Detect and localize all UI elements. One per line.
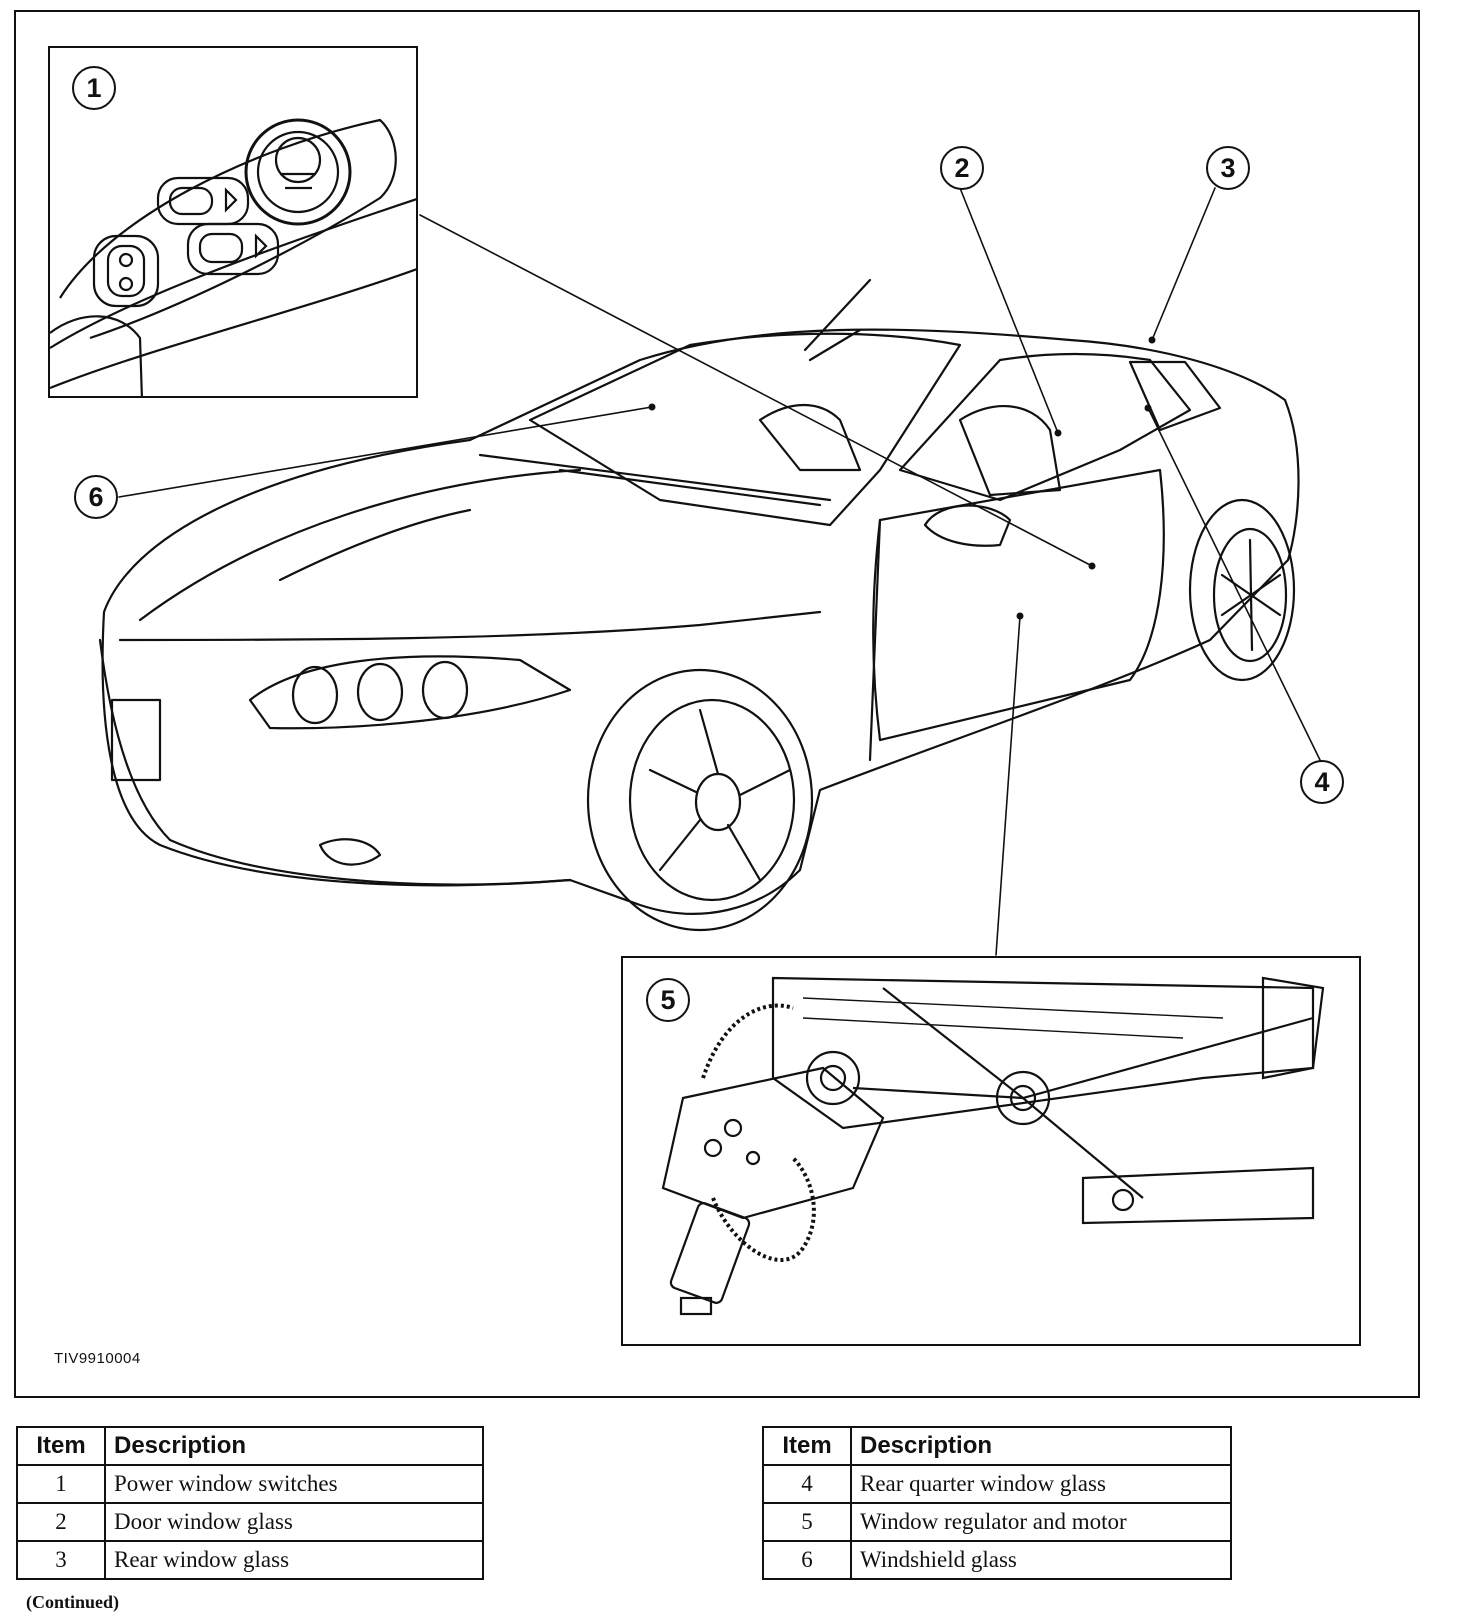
item-number: 1 [16, 1464, 106, 1504]
table-row: 2 Door window glass [16, 1502, 484, 1542]
side-mirror [923, 504, 1012, 547]
front-wheel [586, 668, 814, 932]
table-header-row: Item Description [16, 1426, 484, 1466]
table-row: 3 Rear window glass [16, 1540, 484, 1580]
switch-left [92, 234, 160, 308]
continued-note: (Continued) [26, 1592, 120, 1612]
headlamp [248, 655, 572, 730]
item-number: 5 [762, 1502, 852, 1542]
table-header-row: Item Description [762, 1426, 1232, 1466]
figure-id: TIV9910004 [54, 1350, 141, 1367]
switch-bottom [186, 222, 280, 276]
column-header-item: Item [762, 1426, 852, 1466]
item-number: 4 [762, 1464, 852, 1504]
column-header-description: Description [850, 1426, 1232, 1466]
item-description: Rear quarter window glass [850, 1464, 1232, 1504]
callout-5: 5 [646, 978, 690, 1022]
item-description: Power window switches [104, 1464, 484, 1504]
table-row: 4 Rear quarter window glass [762, 1464, 1232, 1504]
callout-3: 3 [1206, 146, 1250, 190]
column-header-description: Description [104, 1426, 484, 1466]
callout-2: 2 [940, 146, 984, 190]
rear-wheel [1188, 498, 1296, 682]
callout-1: 1 [72, 66, 116, 110]
door-outline [872, 468, 1165, 742]
quarter-window [1128, 360, 1222, 432]
item-number: 3 [16, 1540, 106, 1580]
item-description: Rear window glass [104, 1540, 484, 1580]
item-description: Window regulator and motor [850, 1502, 1232, 1542]
item-description: Door window glass [104, 1502, 484, 1542]
illustration-frame [14, 10, 1420, 1398]
column-header-item: Item [16, 1426, 106, 1466]
item-number: 2 [16, 1502, 106, 1542]
table-row: 6 Windshield glass [762, 1540, 1232, 1580]
item-table-right: Item Description 4 Rear quarter window g… [762, 1426, 1232, 1580]
item-description: Windshield glass [850, 1540, 1232, 1580]
callout-6: 6 [74, 475, 118, 519]
front-bumper [98, 638, 572, 886]
regulator-drawing [661, 976, 1325, 1316]
license-plate-area [110, 698, 162, 782]
car-body-outline [101, 328, 1300, 915]
switch-panel-drawing [50, 118, 416, 396]
callout-4: 4 [1300, 760, 1344, 804]
table-row: 5 Window regulator and motor [762, 1502, 1232, 1542]
inset-window-regulator [621, 956, 1361, 1346]
greenhouse [528, 332, 962, 527]
inset-window-switches [48, 46, 418, 398]
leader-dots [648, 336, 1156, 620]
item-table-left: Item Description 1 Power window switches… [16, 1426, 484, 1580]
mirror-control-knob [244, 118, 352, 226]
item-number: 6 [762, 1540, 852, 1580]
table-row: 1 Power window switches [16, 1464, 484, 1504]
side-windows [898, 352, 1192, 502]
